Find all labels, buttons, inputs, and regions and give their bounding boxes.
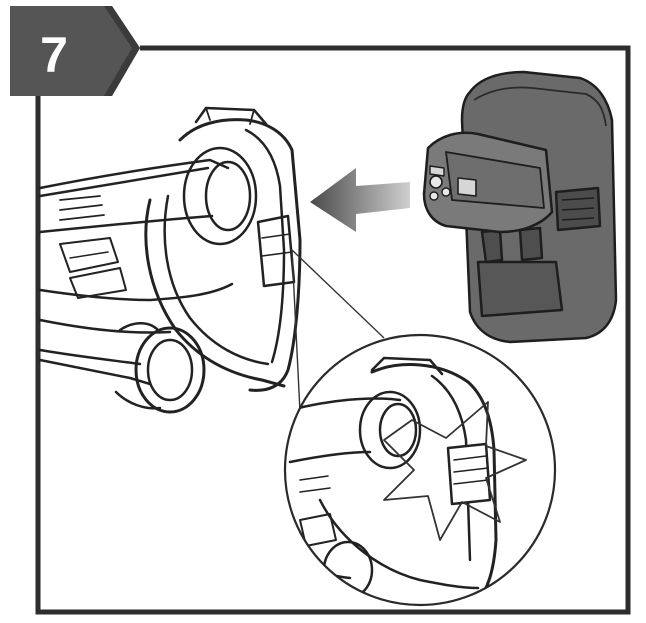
battery-pack [422, 70, 618, 344]
click-burst-icon [383, 401, 527, 541]
zoom-detail [283, 333, 557, 607]
insert-arrow-icon [310, 168, 410, 232]
zoom-leader-lines [291, 249, 385, 413]
step-frame [35, 45, 631, 615]
step-number: 7 [40, 27, 68, 83]
step-badge: 7 [10, 6, 140, 96]
tool-body [38, 106, 302, 414]
